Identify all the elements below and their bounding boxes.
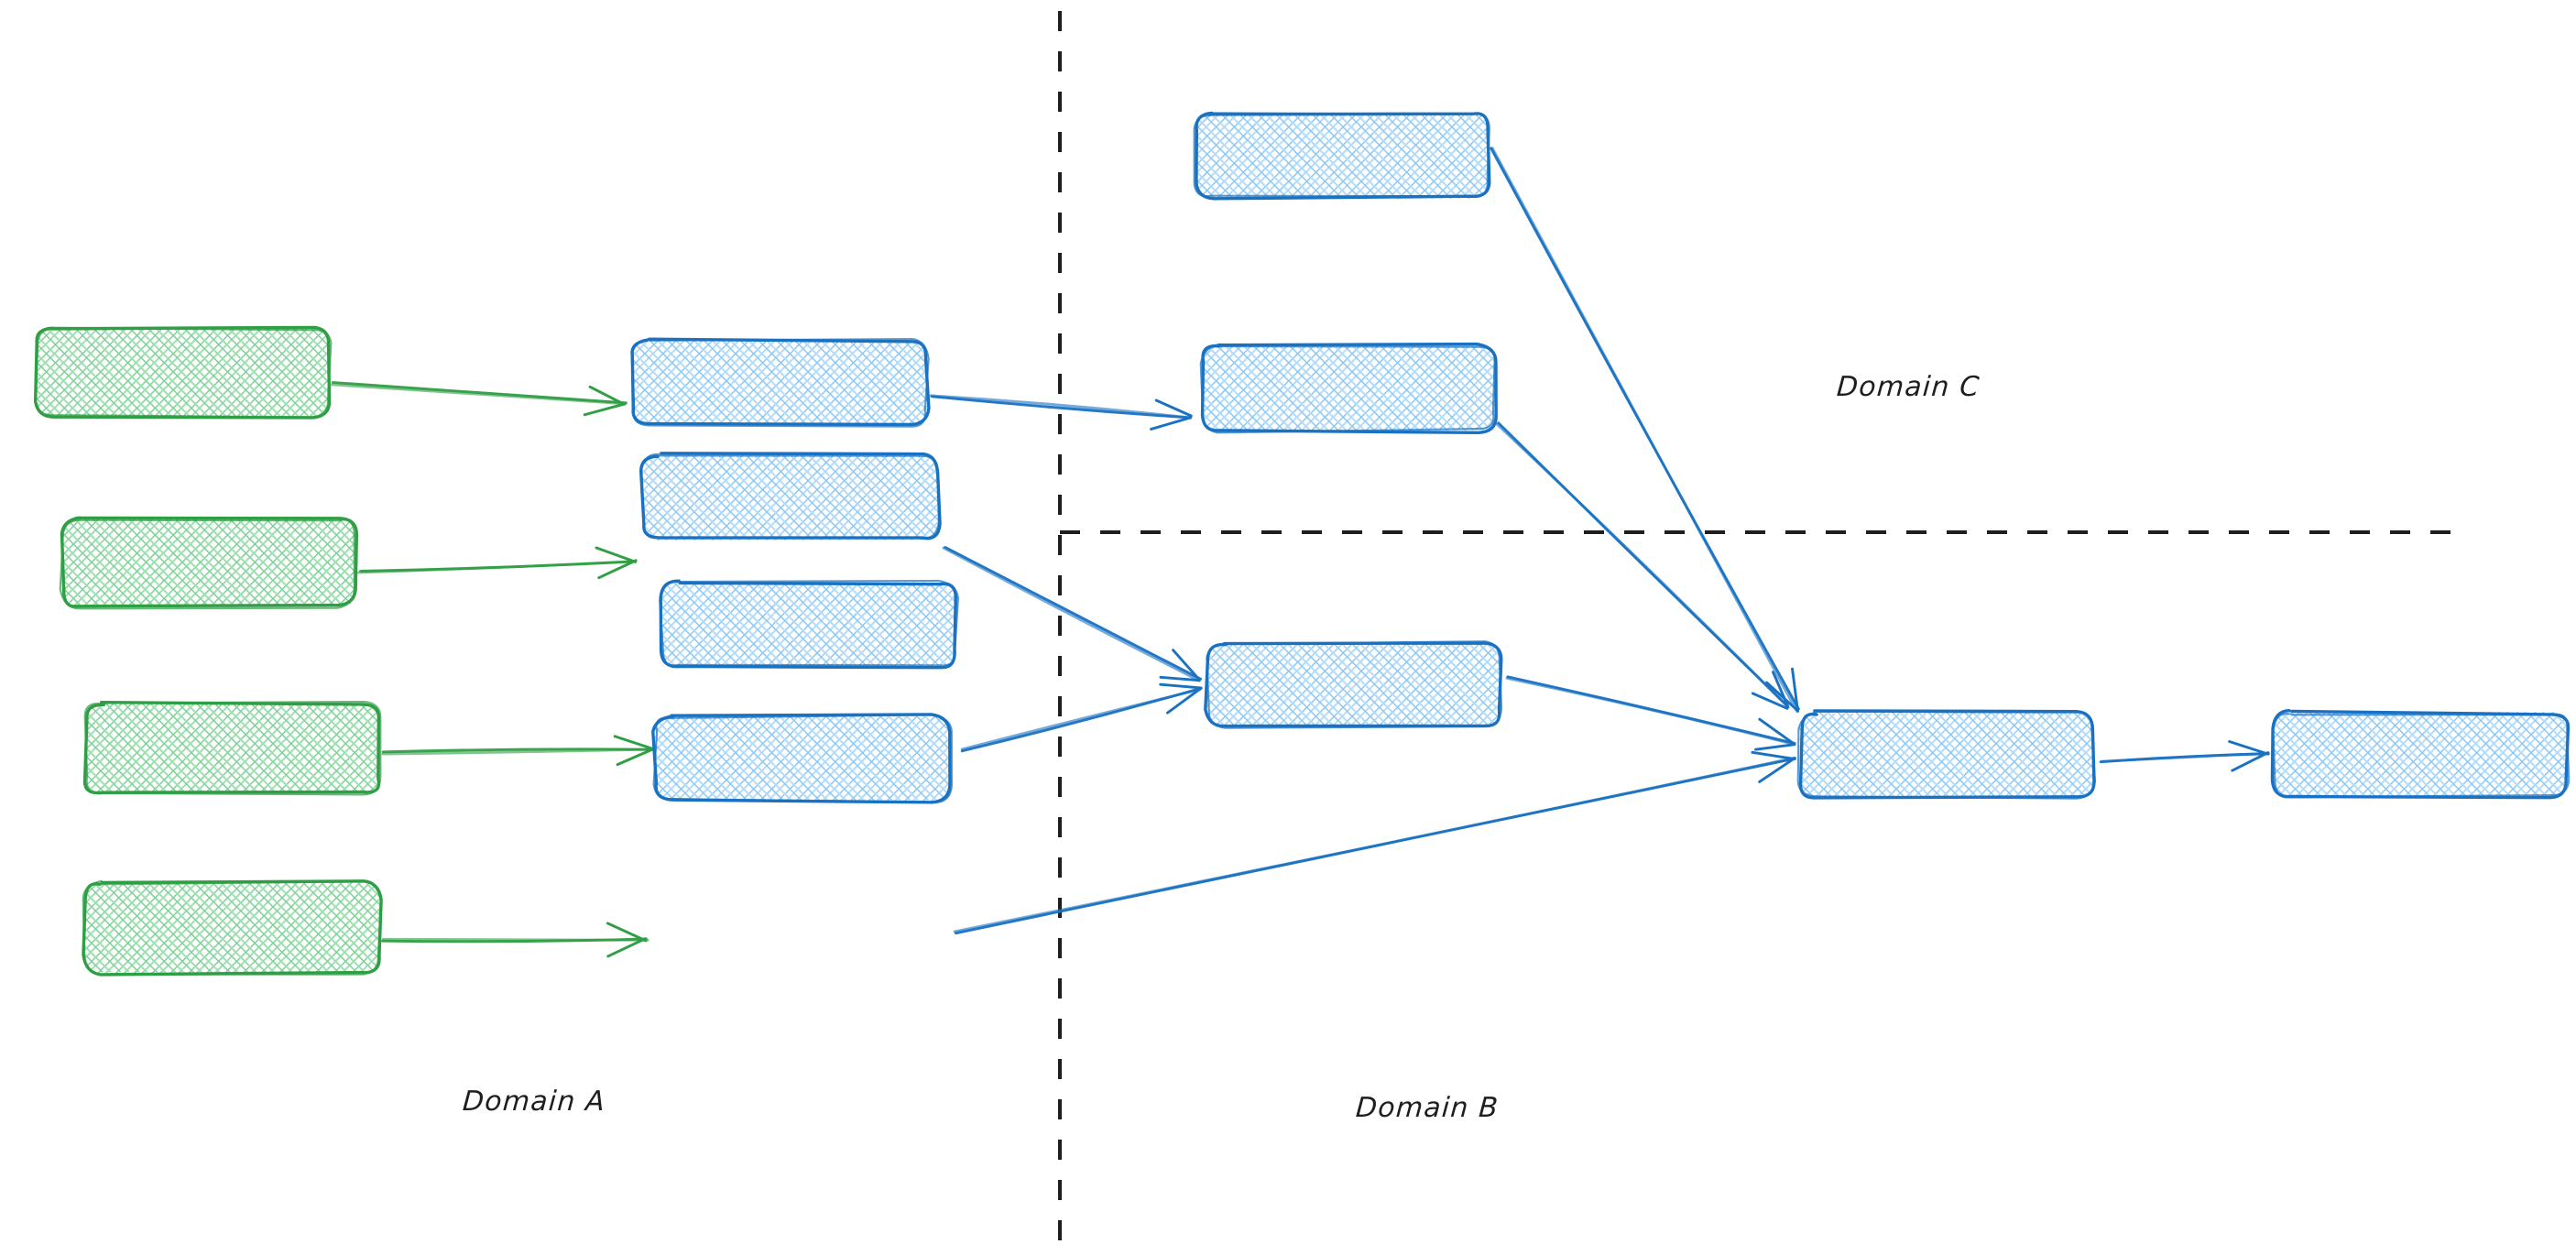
node-outline: [60, 516, 359, 608]
node-outline: [652, 714, 953, 803]
edge-e-b4-hub: [953, 750, 1796, 935]
node-fill: [660, 582, 956, 667]
node-b1[interactable]: [630, 337, 931, 428]
label-domain-a: Domain A: [461, 1086, 607, 1118]
node-a2[interactable]: [59, 516, 359, 610]
node-outline: [59, 518, 355, 610]
edge-e-c3-hub: [1505, 675, 1796, 751]
node-fill: [36, 327, 331, 417]
node-fill: [1201, 345, 1495, 431]
node-b3[interactable]: [659, 579, 960, 670]
node-outline: [82, 700, 381, 795]
node-a1[interactable]: [33, 325, 333, 420]
node-end[interactable]: [2270, 708, 2571, 800]
node-fill: [2273, 712, 2568, 797]
edge-e-a3-b3: [381, 735, 657, 767]
edge-e-c2-hub: [1495, 421, 1790, 710]
node-fill: [61, 518, 356, 607]
node-outline: [640, 453, 940, 540]
node-fill: [84, 703, 381, 793]
node-fill: [631, 340, 928, 425]
edge-layer: [330, 147, 2270, 958]
edge-e-hub-end: [2099, 739, 2270, 772]
node-fill: [654, 715, 951, 802]
label-domain-b: Domain B: [1354, 1092, 1501, 1124]
node-b2[interactable]: [639, 452, 942, 540]
node-outline: [1199, 343, 1496, 434]
node-fill: [1206, 642, 1501, 727]
node-outline: [1206, 640, 1503, 729]
node-fill: [1799, 712, 2094, 798]
node-c2[interactable]: [1199, 342, 1498, 435]
node-outline: [34, 326, 333, 419]
node-fill: [84, 882, 381, 973]
label-domain-c: Domain C: [1835, 371, 1981, 403]
node-hub[interactable]: [1796, 709, 2097, 800]
node-a3[interactable]: [82, 700, 382, 796]
node-fill: [1195, 113, 1489, 199]
node-a4[interactable]: [82, 879, 383, 977]
edge-e-b3-c3: [960, 682, 1203, 753]
node-outline: [1796, 710, 2097, 800]
node-outline: [659, 579, 960, 667]
node-b4[interactable]: [651, 713, 953, 804]
node-layer: [33, 111, 2571, 977]
edge-e-a4-b4: [381, 922, 649, 958]
edge-e-b2-c3: [942, 546, 1203, 682]
node-fill: [642, 455, 939, 540]
node-outline: [82, 879, 383, 976]
node-outline: [630, 337, 930, 428]
edge-e-c1-hub: [1490, 147, 1800, 713]
node-outline: [83, 700, 382, 796]
node-c1[interactable]: [1193, 111, 1491, 201]
divider-layer: [1058, 11, 2453, 1244]
edge-e-b1-c2: [929, 394, 1193, 431]
node-outline: [2272, 713, 2571, 799]
node-c3[interactable]: [1204, 640, 1503, 729]
node-outline: [1193, 112, 1490, 198]
edge-e-a1-b1: [330, 381, 628, 417]
edge-e-a2-b2: [357, 546, 638, 580]
